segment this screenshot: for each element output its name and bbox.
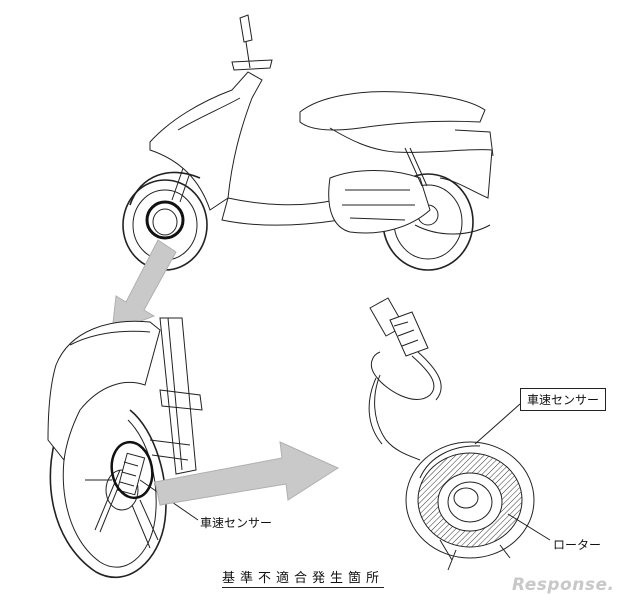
rotor-label: ローター	[553, 538, 602, 552]
sensor-label-right: 車速センサー	[520, 388, 607, 411]
sensor-label-left: 車速センサー	[200, 516, 273, 530]
front-wheel-closeup	[47, 317, 203, 579]
rotor-leader	[507, 513, 551, 541]
sensor-highlight-ring	[110, 440, 154, 500]
zoom-arrow-right	[154, 441, 340, 506]
defect-leader	[447, 549, 457, 571]
speed-sensor-detail	[368, 297, 535, 561]
hub-highlight-ring	[145, 200, 185, 240]
defect-location-label: 基準不適合発生箇所	[222, 567, 385, 588]
sensor-right-leader	[474, 403, 521, 445]
response-watermark: Response.	[512, 575, 615, 595]
scooter-illustration	[122, 14, 494, 271]
